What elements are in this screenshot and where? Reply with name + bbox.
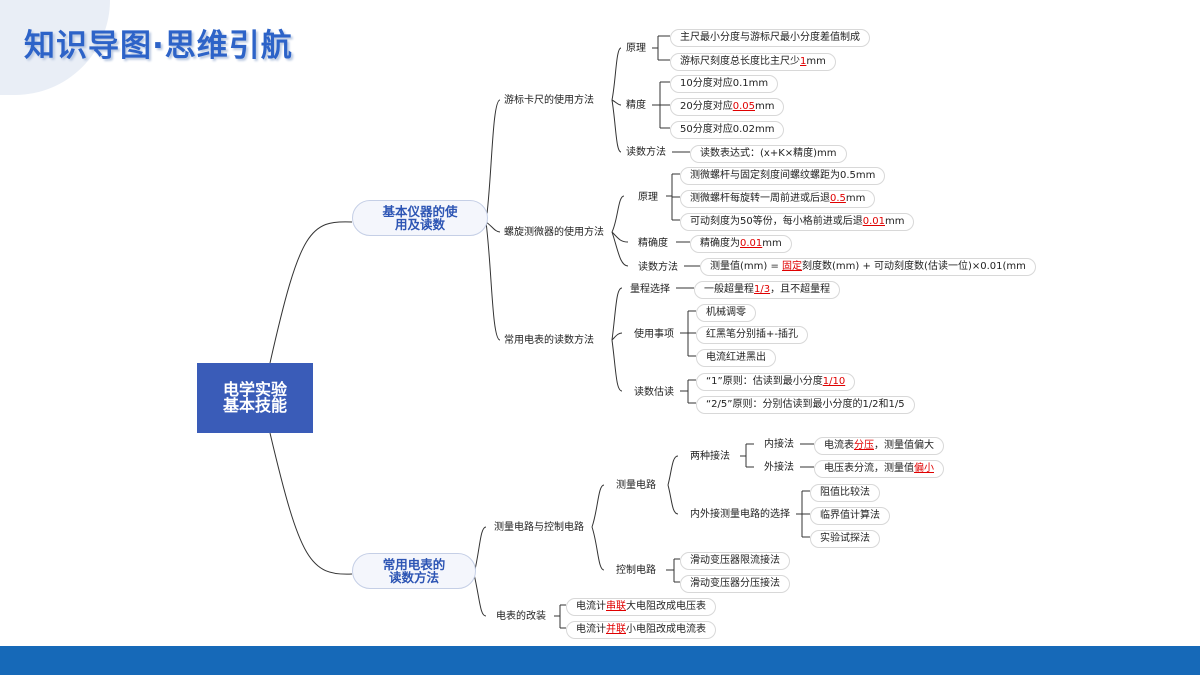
micrometer-principle-item-2[interactable]: 测微螺杆每旋转一周前进或后退0.5mm xyxy=(680,190,876,208)
page-title: 知识导图·思维引航 xyxy=(24,28,293,64)
outer-method-node[interactable]: 外接法 xyxy=(764,462,794,473)
caliper-principle-item-2[interactable]: 游标尺刻度总长度比主尺少1mm xyxy=(670,53,836,71)
inner-method-node[interactable]: 内接法 xyxy=(764,439,794,450)
caliper-reading-formula[interactable]: 读数表达式：(x+K×精度)mm xyxy=(690,145,847,163)
micrometer-precision-node[interactable]: 精确度 xyxy=(638,238,668,249)
caliper-node[interactable]: 游标卡尺的使用方法 xyxy=(504,95,594,106)
inner-method-item[interactable]: 电流表分压，测量值偏大 xyxy=(814,437,944,455)
control-circuit-item-1[interactable]: 滑动变压器限流接法 xyxy=(680,552,790,570)
micrometer-reading-formula-pre: 测量值(mm) = xyxy=(710,261,783,272)
caliper-precision-item-3[interactable]: 50分度对应0.02mm xyxy=(670,121,785,139)
caliper-precision-item-2-highlight: 0.05 xyxy=(732,101,755,112)
root-line-1: 电学实验 xyxy=(222,380,287,399)
caliper-principle-item-1[interactable]: 主尺最小分度与游标尺最小分度差值制成 xyxy=(670,29,870,47)
meter-refit-item-2[interactable]: 电流计并联小电阻改成电流表 xyxy=(566,621,716,639)
caliper-precision-node[interactable]: 精度 xyxy=(626,100,646,111)
micrometer-principle-item-2-pre: 测微螺杆每旋转一周前进或后退 xyxy=(690,193,830,204)
micrometer-principle-item-3-highlight: 0.01 xyxy=(862,216,885,227)
root-line-2: 基本技能 xyxy=(222,396,287,415)
meter-notes-item-1[interactable]: 机械调零 xyxy=(696,304,756,322)
inner-method-item-highlight: 分压 xyxy=(854,440,874,451)
root-node[interactable]: 电学实验基本技能 xyxy=(197,363,313,433)
caliper-principle-item-2-pre: 游标尺刻度总长度比主尺少 xyxy=(680,56,800,67)
circuits-node[interactable]: 测量电路与控制电路 xyxy=(494,522,584,533)
caliper-precision-item-2-pre: 20分度对应 xyxy=(680,101,733,112)
method-choice-node[interactable]: 内外接测量电路的选择 xyxy=(690,509,790,520)
meter-refit-item-2-pre: 电流计 xyxy=(576,624,606,635)
micrometer-precision-item-post: mm xyxy=(762,238,782,249)
inner-method-item-pre: 电流表 xyxy=(824,440,854,451)
micrometer-principle-item-3-pre: 可动刻度为50等份，每小格前进或后退 xyxy=(690,216,863,227)
micrometer-principle-item-3-post: mm xyxy=(885,216,905,227)
meter-range-item[interactable]: 一般超量程1/3，且不超量程 xyxy=(694,281,841,299)
meter-notes-node[interactable]: 使用事项 xyxy=(634,329,674,340)
meter-estimate-item-1[interactable]: “1”原则：估读到最小分度1/10 xyxy=(696,373,856,391)
branch-meters-line-1: 常用电表的 xyxy=(382,557,446,572)
micrometer-reading-formula[interactable]: 测量值(mm) = 固定刻度数(mm) + 可动刻度数(估读一位)×0.01(m… xyxy=(700,258,1036,276)
micrometer-principle-item-2-highlight: 0.5 xyxy=(830,193,846,204)
meter-range-item-highlight: 1/3 xyxy=(754,284,771,295)
micrometer-principle-item-2-post: mm xyxy=(845,193,866,204)
micrometer-precision-item[interactable]: 精确度为0.01mm xyxy=(690,235,792,253)
outer-method-item-pre: 电压表分流，测量值 xyxy=(824,463,914,474)
meter-refit-item-1-highlight: 串联 xyxy=(606,601,626,612)
branch-instruments[interactable]: 基本仪器的使用及读数 xyxy=(352,200,488,236)
micrometer-principle-item-3[interactable]: 可动刻度为50等份，每小格前进或后退0.01mm xyxy=(680,213,915,231)
meter-estimate-item-2[interactable]: “2/5”原则：分别估读到最小分度的1/2和1/5 xyxy=(696,396,915,414)
meter-refit-item-1-pre: 电流计 xyxy=(576,601,606,612)
micrometer-node[interactable]: 螺旋测微器的使用方法 xyxy=(504,227,604,238)
caliper-principle-node[interactable]: 原理 xyxy=(626,43,646,54)
caliper-principle-item-2-highlight: 1 xyxy=(800,56,807,67)
meter-refit-item-1-post: 大电阻改成电压表 xyxy=(626,601,706,612)
meter-estimate-item-1-pre: “1”原则：估读到最小分度 xyxy=(706,376,823,387)
outer-method-item[interactable]: 电压表分流，测量值偏小 xyxy=(814,460,944,478)
meter-reading-node[interactable]: 常用电表的读数方法 xyxy=(504,335,594,346)
bottom-bar xyxy=(0,646,1200,675)
meter-range-item-post: ，且不超量程 xyxy=(770,284,831,295)
micrometer-reading-formula-post: 刻度数(mm) + 可动刻度数(估读一位)×0.01(mm xyxy=(802,261,1026,272)
method-choice-item-1[interactable]: 阻值比较法 xyxy=(810,484,880,502)
inner-method-item-post: ，测量值偏大 xyxy=(874,440,934,451)
micrometer-reading-formula-highlight: 固定 xyxy=(782,261,803,272)
branch-instruments-line-2: 用及读数 xyxy=(394,217,445,232)
meter-refit-item-2-highlight: 并联 xyxy=(606,624,626,635)
branch-instruments-line-1: 基本仪器的使 xyxy=(382,204,458,219)
meter-refit-node[interactable]: 电表的改装 xyxy=(496,611,546,622)
method-choice-item-3[interactable]: 实验试探法 xyxy=(810,530,880,548)
caliper-reading-node[interactable]: 读数方法 xyxy=(626,147,666,158)
micrometer-precision-item-highlight: 0.01 xyxy=(740,238,763,249)
micrometer-principle-item-1[interactable]: 测微螺杆与固定刻度间螺纹螺距为0.5mm xyxy=(680,167,886,185)
branch-meters[interactable]: 常用电表的读数方法 xyxy=(352,553,476,589)
measure-circuit-node[interactable]: 测量电路 xyxy=(616,480,656,491)
meter-notes-item-3[interactable]: 电流红进黑出 xyxy=(696,349,776,367)
caliper-principle-item-2-post: mm xyxy=(806,56,826,67)
caliper-precision-item-2[interactable]: 20分度对应0.05mm xyxy=(670,98,785,116)
micrometer-reading-node[interactable]: 读数方法 xyxy=(638,262,678,273)
meter-notes-item-2[interactable]: 红黑笔分别插+-插孔 xyxy=(696,326,808,344)
caliper-precision-item-1[interactable]: 10分度对应0.1mm xyxy=(670,75,779,93)
meter-estimate-node[interactable]: 读数估读 xyxy=(634,387,674,398)
meter-range-node[interactable]: 量程选择 xyxy=(630,284,670,295)
caliper-precision-item-2-post: mm xyxy=(755,101,775,112)
method-choice-item-2[interactable]: 临界值计算法 xyxy=(810,507,890,525)
control-circuit-node[interactable]: 控制电路 xyxy=(616,565,656,576)
meter-estimate-item-1-highlight: 1/10 xyxy=(822,376,846,387)
meter-refit-item-2-post: 小电阻改成电流表 xyxy=(626,624,706,635)
micrometer-precision-item-pre: 精确度为 xyxy=(700,238,740,249)
outer-method-item-highlight: 偏小 xyxy=(914,463,934,474)
control-circuit-item-2[interactable]: 滑动变压器分压接法 xyxy=(680,575,790,593)
meter-range-item-pre: 一般超量程 xyxy=(704,284,754,295)
two-methods-node[interactable]: 两种接法 xyxy=(690,451,730,462)
meter-refit-item-1[interactable]: 电流计串联大电阻改成电压表 xyxy=(566,598,716,616)
branch-meters-line-2: 读数方法 xyxy=(388,570,439,585)
micrometer-principle-node[interactable]: 原理 xyxy=(638,192,658,203)
